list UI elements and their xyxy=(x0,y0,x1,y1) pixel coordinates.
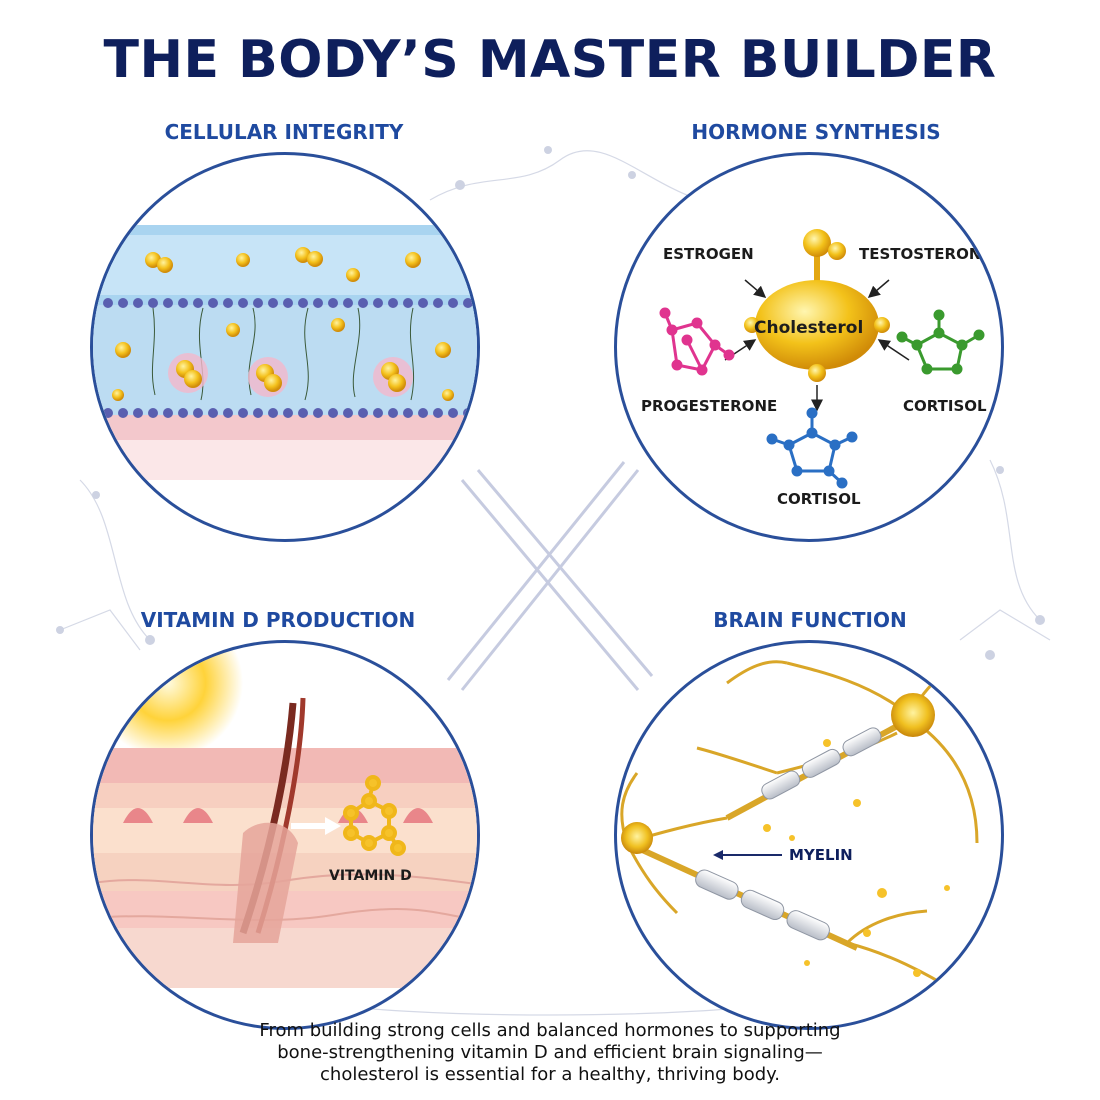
cortisol-right-label: CORTISOL xyxy=(903,397,987,415)
page-title: THE BODY’S MASTER BUILDER xyxy=(103,30,997,90)
footer-caption: From building strong cells and balanced … xyxy=(150,1020,950,1086)
vitamin-d-label: VITAMIN D xyxy=(329,868,412,884)
cortisol-molecule-blue xyxy=(766,407,858,489)
upper-axon xyxy=(725,715,914,821)
footer-line-1: From building strong cells and balanced … xyxy=(259,1020,841,1041)
vitamin-d-molecule xyxy=(343,775,406,856)
cortisol-bottom-label: CORTISOL xyxy=(777,490,861,508)
estrogen-label: ESTROGEN xyxy=(663,245,754,263)
footer-line-3: cholesterol is essential for a healthy, … xyxy=(320,1064,780,1085)
cell-membrane-illustration xyxy=(93,225,477,480)
brain-function-circle: MYELIN xyxy=(614,640,1004,1030)
vitamin-d-title: VITAMIN D PRODUCTION xyxy=(140,608,416,632)
progesterone-label: PROGESTERONE xyxy=(641,397,778,415)
cellular-integrity-title: CELLULAR INTEGRITY xyxy=(164,120,404,144)
hormone-synthesis-title: HORMONE SYNTHESIS xyxy=(691,120,941,144)
hormone-synthesis-circle: Cholesterol ESTROGEN TESTOSTERONE PROGES… xyxy=(614,152,1004,542)
testosterone-label: TESTOSTERONE xyxy=(859,245,992,263)
lower-axon xyxy=(625,840,859,951)
cholesterol-molecule xyxy=(744,229,890,382)
sun-icon xyxy=(93,643,243,758)
brain-function-title: BRAIN FUNCTION xyxy=(713,608,907,632)
cellular-integrity-circle xyxy=(90,152,480,542)
cholesterol-label: Cholesterol xyxy=(754,318,864,338)
footer-line-2: bone-strengthening vitamin D and efficie… xyxy=(277,1042,823,1063)
neuron-cell-body xyxy=(891,693,935,737)
cortisol-molecule-green xyxy=(896,309,985,375)
progesterone-molecule xyxy=(659,307,735,376)
hormone-diagram xyxy=(659,229,985,489)
neuron-illustration xyxy=(620,651,988,995)
skin-illustration xyxy=(93,643,477,988)
vitamin-d-circle: VITAMIN D xyxy=(90,640,480,1030)
myelin-label: MYELIN xyxy=(789,846,853,864)
